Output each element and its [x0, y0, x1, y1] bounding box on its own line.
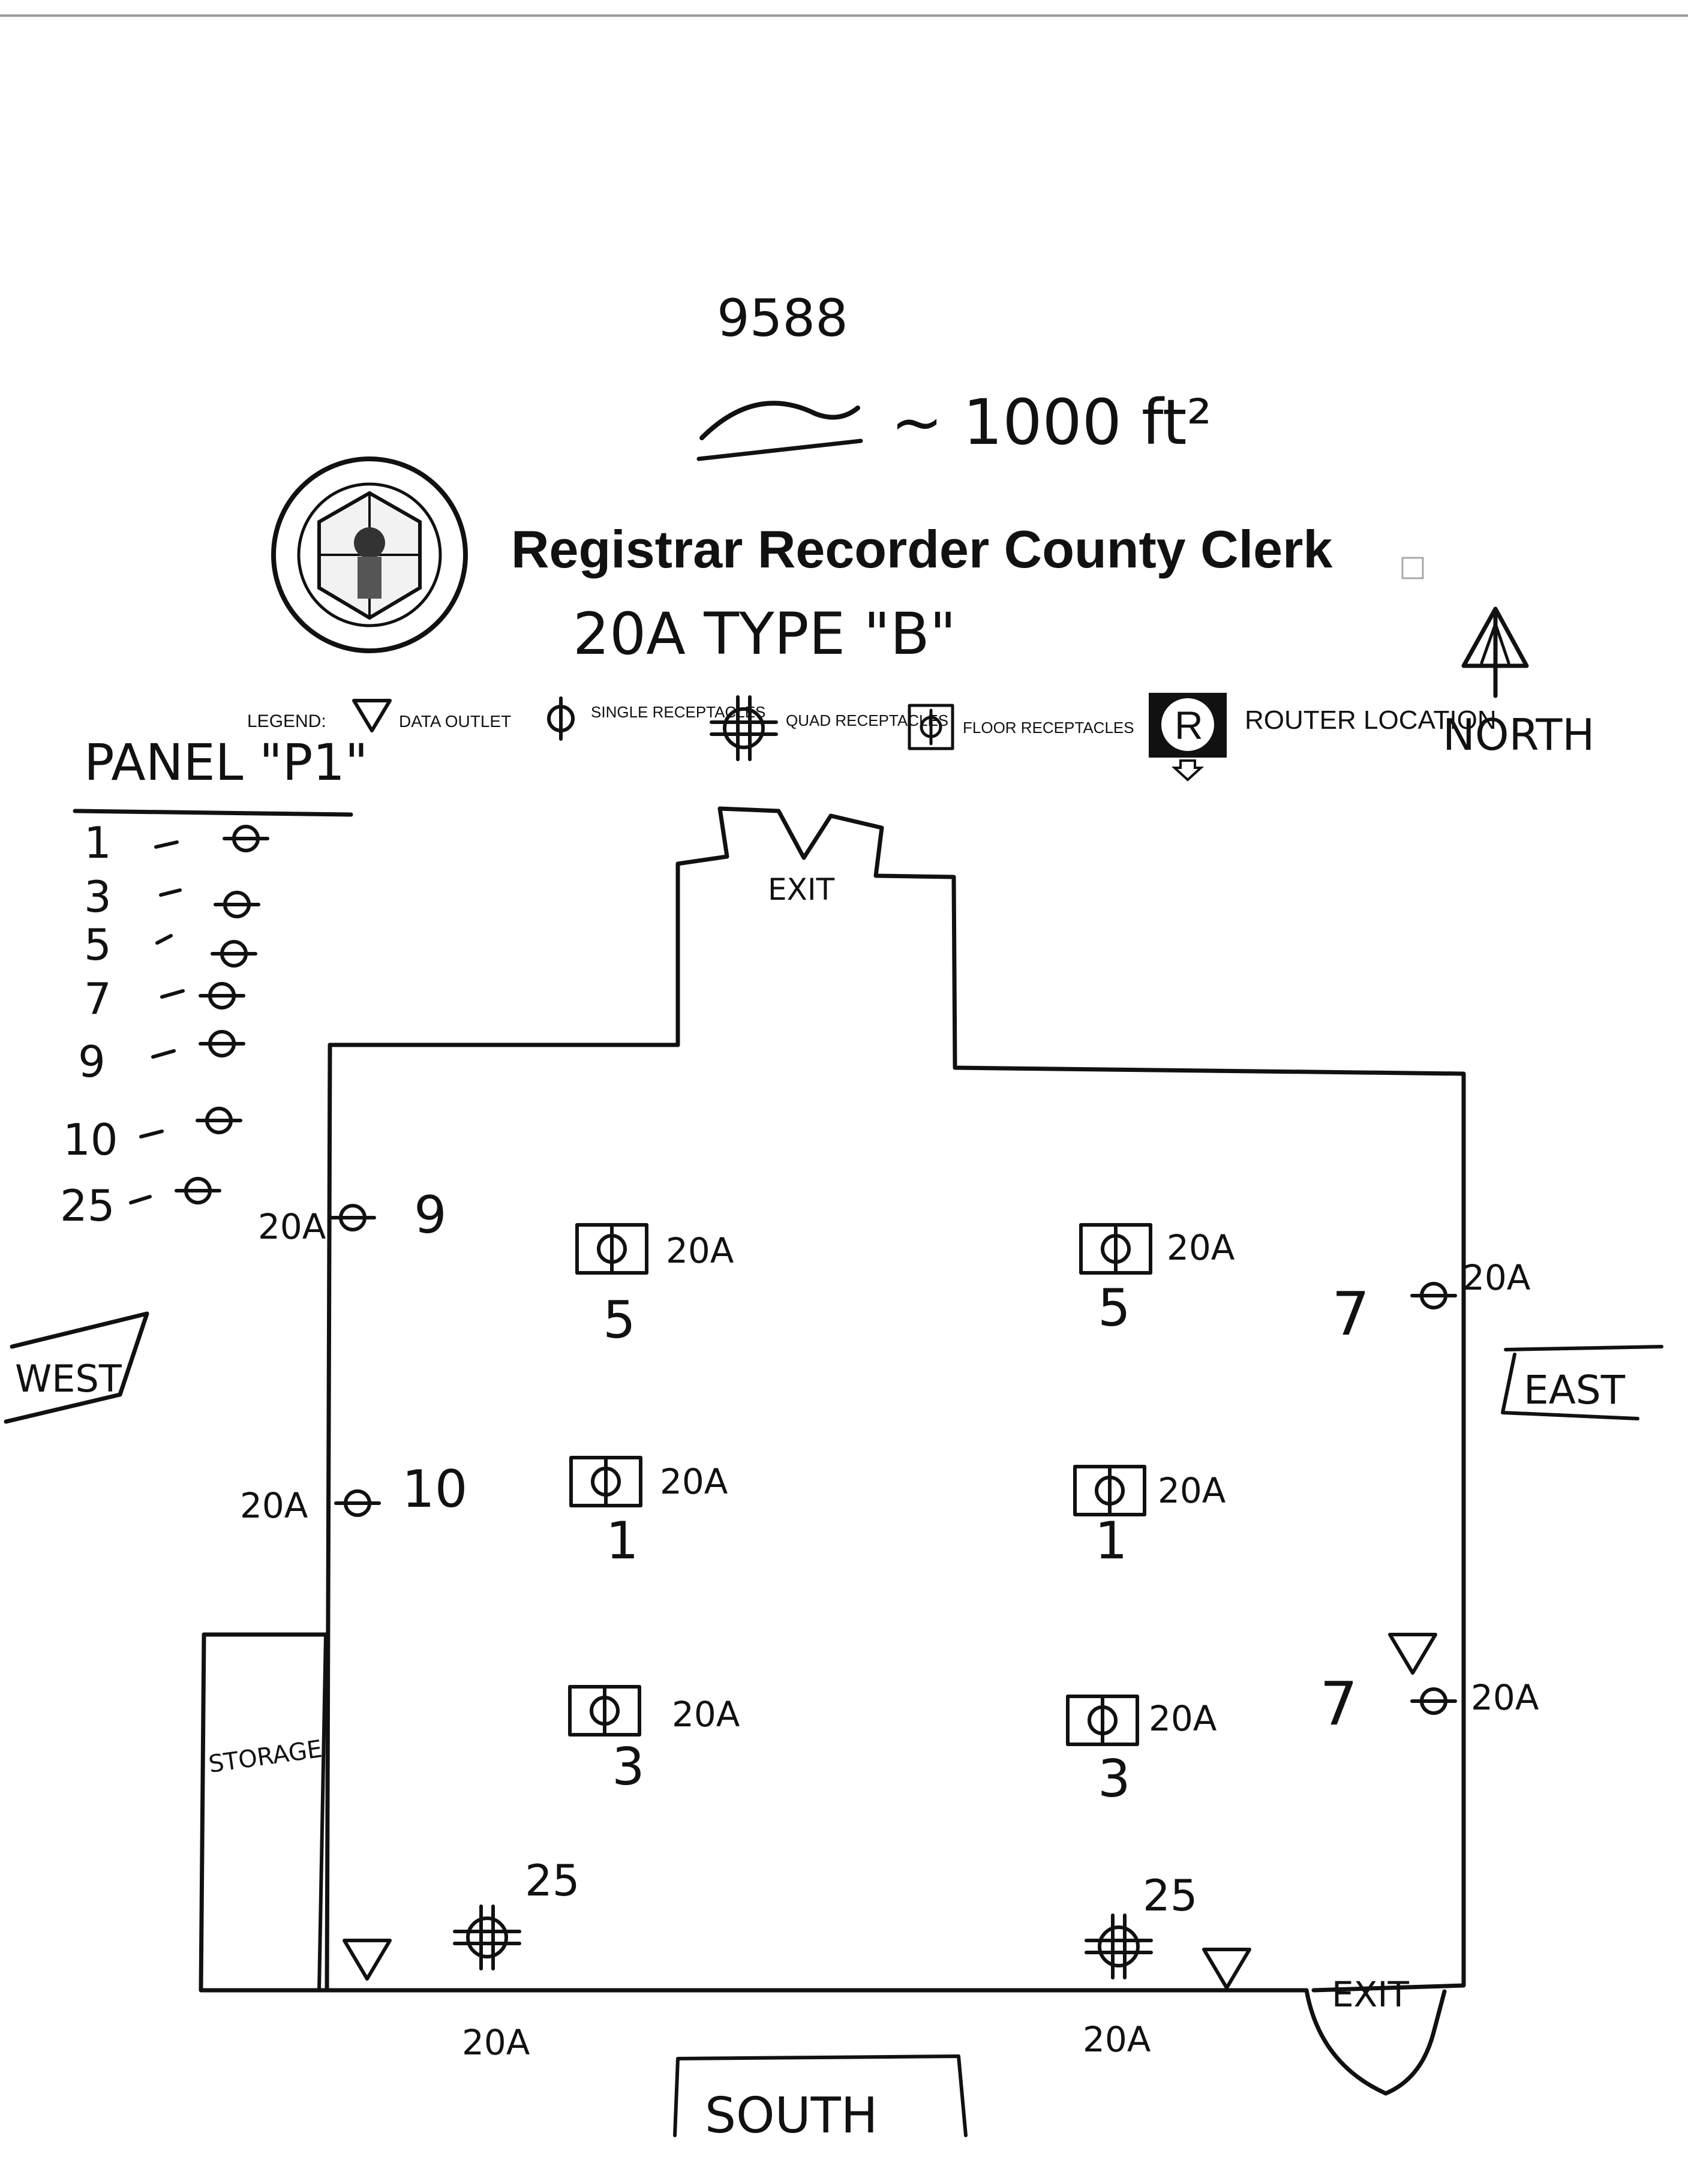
legend: LEGEND: DATA OUTLET SINGLE RECEPTACLES Q… [247, 693, 1497, 782]
svg-text:1: 1 [1095, 1511, 1128, 1571]
svg-text:EAST: EAST [1524, 1367, 1626, 1413]
faint-icon [1401, 557, 1424, 579]
data-outlet-icon [344, 1940, 390, 1979]
panel-circuit: 5 [84, 920, 112, 970]
underline-mark [696, 438, 863, 461]
svg-text:9: 9 [414, 1185, 447, 1245]
svg-text:5: 5 [603, 1290, 636, 1350]
area-size: ~ 1000 ft² [891, 386, 1212, 459]
panel-circuit: 1 [84, 818, 112, 868]
svg-text:1: 1 [606, 1511, 639, 1571]
floor-receptacle-icon [908, 704, 954, 750]
svg-text:20A: 20A [1083, 2019, 1151, 2060]
svg-text:7: 7 [1332, 1279, 1370, 1349]
building-outline [199, 806, 1466, 2096]
single-receptacle-icon [549, 698, 573, 739]
org-name: Registrar Recorder County Clerk [511, 519, 1333, 579]
south-label: SOUTH [673, 2054, 968, 2144]
floor-receptacle: 20A 5 [577, 1225, 734, 1350]
panel-title: PANEL "P1" [84, 733, 368, 792]
legend-data-outlet: DATA OUTLET [399, 712, 511, 731]
svg-text:20A: 20A [1149, 1698, 1217, 1739]
west-wall-receptacle: 20A 10 [240, 1459, 467, 1526]
floor-receptacle: 20A 3 [1068, 1696, 1217, 1809]
legend-floor: FLOOR RECEPTACLES [963, 719, 1134, 737]
east-label: EAST [1501, 1345, 1663, 1420]
exit-door-swing [1304, 1988, 1447, 2096]
svg-text:20A: 20A [258, 1206, 326, 1247]
panel-underline [73, 809, 353, 817]
panel-circuit: 10 [63, 1114, 118, 1165]
svg-text:25: 25 [525, 1855, 580, 1906]
svg-text:SOUTH: SOUTH [705, 2087, 878, 2144]
panel-circuits: 1 3 5 7 9 10 25 [60, 818, 268, 1231]
svg-text:3: 3 [612, 1737, 645, 1797]
legend-router: ROUTER LOCATION [1245, 705, 1497, 735]
triangle-icon [352, 699, 392, 732]
data-outlet-icon [1390, 1635, 1435, 1673]
panel-circuit: 9 [78, 1037, 106, 1087]
east-wall-receptacle: 7 20A [1332, 1257, 1531, 1349]
svg-text:20A: 20A [672, 1694, 740, 1735]
panel-circuit: 25 [60, 1180, 115, 1231]
svg-text:25: 25 [1143, 1870, 1198, 1921]
floor-receptacle: 20A 5 [1081, 1225, 1235, 1338]
svg-text:20A: 20A [240, 1485, 308, 1526]
east-wall-receptacle: 7 20A [1320, 1669, 1539, 1739]
single-receptacle-icon [1412, 1284, 1455, 1308]
exit-se-label: EXIT [1332, 1974, 1409, 2015]
svg-text:10: 10 [402, 1459, 467, 1519]
single-receptacle-icon [176, 827, 268, 1203]
county-seal [271, 456, 468, 653]
router-icon [1149, 693, 1227, 782]
svg-text:5: 5 [1098, 1278, 1131, 1338]
single-receptacle-icon [336, 1491, 379, 1515]
svg-text:WEST: WEST [15, 1357, 122, 1401]
single-receptacle-icon [331, 1206, 374, 1230]
floor-receptacle: 20A 1 [571, 1458, 728, 1571]
svg-text:20A: 20A [666, 1230, 734, 1271]
south-quad-receptacle: 25 20A [1083, 1870, 1198, 2060]
exit-north-label: EXIT [768, 872, 835, 907]
legend-title: LEGEND: [247, 711, 326, 731]
svg-text:20A: 20A [1158, 1470, 1226, 1511]
svg-text:20A: 20A [1167, 1227, 1235, 1268]
project-code: 9588 [717, 289, 848, 349]
south-quad-receptacle: 25 20A [455, 1855, 580, 2063]
single-receptacle-icon [1412, 1689, 1455, 1713]
north-arrow [1461, 606, 1529, 698]
floor-receptacle: 20A 1 [1075, 1467, 1226, 1571]
router-letter: R [1175, 703, 1203, 747]
spec-label: 20A TYPE "B" [573, 600, 956, 668]
west-wall-receptacle: 20A 9 [258, 1185, 447, 1247]
storage-label: STORAGE [207, 1735, 324, 1779]
svg-text:3: 3 [1098, 1749, 1131, 1809]
north-label: NORTH [1443, 710, 1594, 760]
data-outlet-icon [1204, 1949, 1250, 1988]
svg-text:20A: 20A [1471, 1677, 1539, 1718]
svg-text:20A: 20A [462, 2022, 530, 2063]
tilde-mark [699, 401, 860, 440]
svg-text:7: 7 [1320, 1669, 1358, 1739]
svg-text:20A: 20A [1462, 1257, 1531, 1298]
svg-text:20A: 20A [660, 1461, 728, 1502]
panel-circuit: 3 [84, 872, 112, 922]
panel-circuit: 7 [84, 974, 112, 1024]
floor-receptacle: 20A 3 [570, 1687, 740, 1797]
west-label: WEST [4, 1311, 149, 1424]
